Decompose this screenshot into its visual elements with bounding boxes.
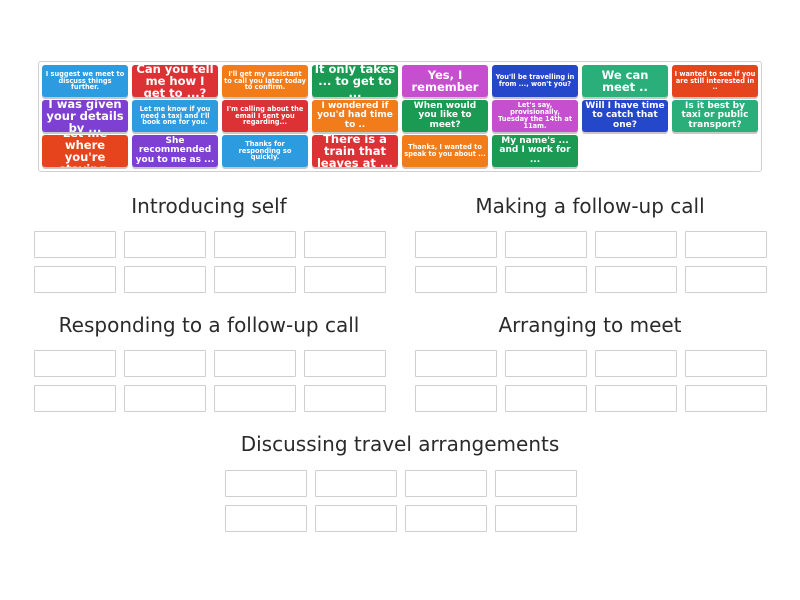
tile-tray: I suggest we meet to discuss things furt… <box>38 61 762 172</box>
tile-label: Thanks, I wanted to speak to you about .… <box>404 143 486 158</box>
drop-slot[interactable] <box>505 231 587 258</box>
drop-slot[interactable] <box>415 266 497 293</box>
drop-slot[interactable] <box>304 385 386 412</box>
tile[interactable]: Will I have time to catch that one? <box>582 100 668 132</box>
drop-slot[interactable] <box>415 385 497 412</box>
drop-slot[interactable] <box>304 231 386 258</box>
tile[interactable]: Thanks for responding so quickly. <box>222 135 308 167</box>
drop-slot[interactable] <box>315 505 397 532</box>
drop-slot[interactable] <box>315 470 397 497</box>
tile[interactable]: I was given your details by ... <box>42 100 128 132</box>
tile-label: We can meet .. <box>601 67 649 94</box>
drop-slot[interactable] <box>595 266 677 293</box>
drop-slot[interactable] <box>124 266 206 293</box>
tile-label: There is a train that leaves at ... <box>316 135 393 167</box>
tile-label: Let's say, provisionally, Tuesday the 14… <box>498 101 572 130</box>
tile-label: I'm calling about the email I sent you r… <box>226 104 304 127</box>
drop-slot[interactable] <box>685 266 767 293</box>
drop-zone-discussing-travel[interactable] <box>225 470 577 532</box>
drop-slot[interactable] <box>304 350 386 377</box>
tile-label: I suggest we meet to discuss things furt… <box>45 69 125 92</box>
drop-slot[interactable] <box>225 470 307 497</box>
group-title-making-follow-up-call: Making a follow-up call <box>475 194 705 218</box>
tile-label: I was given your details by ... <box>46 100 124 132</box>
drop-slot[interactable] <box>595 350 677 377</box>
tile-label: Can you tell me how I get to ...? <box>136 65 214 97</box>
tile[interactable]: Yes, I remember <box>402 65 488 97</box>
drop-slot[interactable] <box>34 385 116 412</box>
drop-slot[interactable] <box>685 231 767 258</box>
drop-slot[interactable] <box>34 231 116 258</box>
tile-label: When would you like to meet? <box>413 100 477 130</box>
tile[interactable]: We can meet .. <box>582 65 668 97</box>
drop-slot[interactable] <box>505 350 587 377</box>
group-title-arranging-to-meet: Arranging to meet <box>498 313 682 337</box>
drop-slot[interactable] <box>124 385 206 412</box>
tile[interactable]: I suggest we meet to discuss things furt… <box>42 65 128 97</box>
tile[interactable]: I wanted to see if you are still interes… <box>672 65 758 97</box>
tile-label: I wondered if you'd had time to .. <box>317 100 393 130</box>
tile[interactable]: I'm calling about the email I sent you r… <box>222 100 308 132</box>
tile[interactable]: Thanks, I wanted to speak to you about .… <box>402 135 488 167</box>
tile-label: Yes, I remember <box>411 67 479 94</box>
tile[interactable]: I wondered if you'd had time to .. <box>312 100 398 132</box>
tile[interactable]: Let me know if you need a taxi and I'll … <box>132 100 218 132</box>
tile[interactable]: Is it best by taxi or public transport? <box>672 100 758 132</box>
tile[interactable]: Let's say, provisionally, Tuesday the 14… <box>492 100 578 132</box>
tile-grid: I suggest we meet to discuss things furt… <box>42 65 758 167</box>
drop-slot[interactable] <box>405 470 487 497</box>
tile-label: It only takes ... to get to ... <box>314 65 396 97</box>
tile-label: My name's ... and I work for ... <box>499 135 571 165</box>
drop-slot[interactable] <box>214 385 296 412</box>
drop-slot[interactable] <box>595 231 677 258</box>
drop-slot[interactable] <box>124 231 206 258</box>
tile[interactable]: Can you tell me how I get to ...? <box>132 65 218 97</box>
tile[interactable]: You'll be travelling in from ..., won't … <box>492 65 578 97</box>
tile-label: You'll be travelling in from ..., won't … <box>495 73 575 88</box>
tile-label: Will I have time to catch that one? <box>585 100 665 130</box>
drop-zone-introducing-self[interactable] <box>34 231 386 293</box>
drop-slot[interactable] <box>505 266 587 293</box>
tile[interactable]: There is a train that leaves at ... <box>312 135 398 167</box>
tile-label: Thanks for responding so quickly. <box>238 139 292 162</box>
drop-slot[interactable] <box>214 350 296 377</box>
drop-slot[interactable] <box>304 266 386 293</box>
drop-slot[interactable] <box>505 385 587 412</box>
tile[interactable]: When would you like to meet? <box>402 100 488 132</box>
drop-slot[interactable] <box>685 350 767 377</box>
group-title-discussing-travel: Discussing travel arrangements <box>240 432 560 456</box>
drop-zone-responding-follow-up-call[interactable] <box>34 350 386 412</box>
drop-slot[interactable] <box>124 350 206 377</box>
drop-slot[interactable] <box>34 266 116 293</box>
drop-slot[interactable] <box>214 266 296 293</box>
drop-slot[interactable] <box>415 350 497 377</box>
tile-label: Let me know if you need a taxi and I'll … <box>139 104 211 127</box>
drop-slot[interactable] <box>225 505 307 532</box>
tile[interactable]: My name's ... and I work for ... <box>492 135 578 167</box>
drop-zone-making-follow-up-call[interactable] <box>415 231 767 293</box>
tile-label: I wanted to see if you are still interes… <box>674 69 756 92</box>
drop-slot[interactable] <box>495 470 577 497</box>
tile[interactable]: I'll get my assistant to call you later … <box>222 65 308 97</box>
drop-slot[interactable] <box>415 231 497 258</box>
drop-slot[interactable] <box>595 385 677 412</box>
drop-slot[interactable] <box>685 385 767 412</box>
tile[interactable]: It only takes ... to get to ... <box>312 65 398 97</box>
tile-label: Let me where you're staying. <box>59 135 111 167</box>
tile-label: She recommended you to me as ... <box>135 135 215 165</box>
group-title-responding-follow-up-call: Responding to a follow-up call <box>58 313 360 337</box>
drop-slot[interactable] <box>34 350 116 377</box>
tile[interactable]: Let me where you're staying. <box>42 135 128 167</box>
drop-slot[interactable] <box>214 231 296 258</box>
drop-slot[interactable] <box>405 505 487 532</box>
tile-label: Is it best by taxi or public transport? <box>681 100 749 130</box>
drop-slot[interactable] <box>495 505 577 532</box>
tile[interactable]: She recommended you to me as ... <box>132 135 218 167</box>
drop-zone-arranging-to-meet[interactable] <box>415 350 767 412</box>
tile-label: I'll get my assistant to call you later … <box>224 69 306 92</box>
group-title-introducing-self: Introducing self <box>131 194 287 218</box>
